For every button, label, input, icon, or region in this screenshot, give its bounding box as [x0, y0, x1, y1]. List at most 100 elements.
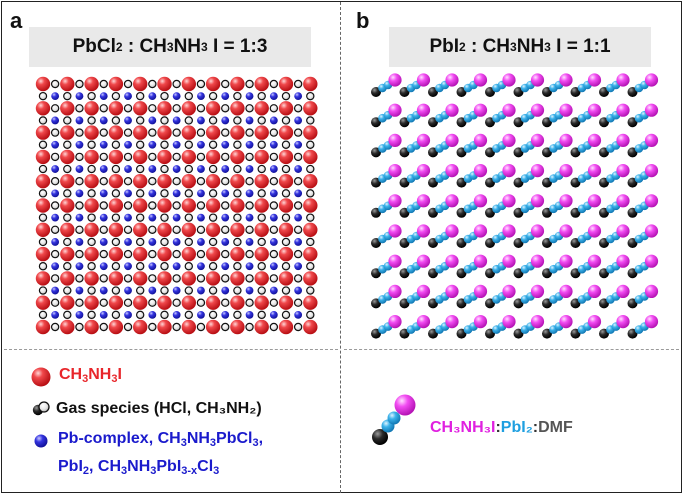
- gas-species-sphere: [63, 237, 72, 247]
- pb-complex-sphere: [148, 92, 157, 101]
- gas-species-sphere: [269, 298, 279, 307]
- ch3nh3i-sphere: [84, 271, 99, 286]
- gas-species-sphere: [111, 91, 121, 101]
- ch3nh3i-sphere: [84, 198, 99, 213]
- gas-species-sphere: [184, 286, 193, 295]
- pb-complex-sphere: [269, 140, 278, 149]
- mapbi-dmf-molecule: [456, 284, 488, 309]
- gas-species-sphere: [111, 164, 121, 174]
- mapbi-dmf-molecule: [399, 284, 431, 309]
- pb-complex-sphere: [75, 189, 84, 198]
- ch3nh3i-sphere: [303, 198, 318, 213]
- gas-species-sphere: [87, 213, 96, 222]
- legend-pb-complex-label-1: Pb-complex, CH3NH3PbCl3,: [58, 430, 264, 449]
- ch3nh3i-sphere: [60, 125, 75, 140]
- ch3nh3i-sphere-b: [502, 224, 516, 238]
- ch3nh3i-sphere-b: [416, 254, 431, 268]
- gas-species-sphere: [306, 310, 315, 320]
- pb-complex-sphere: [172, 189, 181, 198]
- pb-complex-sphere: [245, 238, 254, 246]
- ch3nh3i-sphere: [108, 198, 124, 213]
- gas-species-sphere: [123, 225, 133, 234]
- ch3nh3i-sphere: [35, 319, 51, 335]
- ch3nh3i-sphere: [230, 174, 245, 189]
- gas-species-sphere: [257, 310, 266, 320]
- ch3nh3i-sphere: [181, 246, 196, 262]
- gas-species-sphere: [87, 286, 96, 295]
- pb-complex-sphere: [245, 213, 254, 222]
- gas-species-sphere: [135, 286, 145, 295]
- pb-complex-sphere: [269, 213, 278, 222]
- ch3nh3i-sphere-b: [559, 133, 573, 147]
- gas-species-sphere: [63, 164, 72, 174]
- pb-complex-sphere: [245, 140, 254, 149]
- gas-species-sphere: [172, 152, 181, 162]
- mapbi-dmf-molecule: [627, 284, 659, 309]
- ch3nh3i-sphere: [303, 246, 318, 262]
- gas-species-sphere: [50, 104, 60, 113]
- gas-species-sphere: [293, 322, 303, 332]
- mapbi-dmf-molecule: [542, 133, 573, 158]
- gas-species-sphere: [38, 164, 48, 174]
- pb-complex-sphere: [99, 116, 108, 125]
- gas-species-sphere: [99, 104, 108, 113]
- gas-species-sphere: [50, 152, 60, 162]
- gas-species-sphere: [269, 274, 279, 283]
- ch3nh3i-sphere-b: [644, 284, 659, 298]
- ch3nh3i-sphere-b: [587, 164, 602, 178]
- gas-species-sphere: [50, 274, 60, 283]
- gas-species-sphere: [99, 298, 108, 307]
- gas-species-sphere: [208, 237, 218, 247]
- ch3nh3i-sphere: [157, 125, 172, 140]
- ch3nh3i-sphere-b: [388, 103, 402, 117]
- pb-complex-sphere: [99, 140, 108, 149]
- legend-pbi2-sphere: [387, 411, 401, 425]
- gas-species-sphere: [50, 176, 60, 186]
- pb-complex-sphere: [245, 92, 254, 101]
- gas-species-sphere: [135, 213, 145, 222]
- ch3nh3i-sphere: [303, 149, 318, 165]
- panel-b-label: b: [356, 8, 370, 33]
- gas-species-sphere: [160, 140, 169, 149]
- pb-complex-sphere: [294, 165, 303, 173]
- ch3nh3i-sphere: [278, 174, 294, 189]
- ch3nh3i-sphere: [254, 101, 269, 116]
- gas-species-sphere: [172, 79, 181, 89]
- ch3nh3i-sphere-b: [530, 103, 545, 117]
- ch3nh3i-sphere-b: [616, 133, 630, 147]
- pb-complex-sphere: [172, 262, 181, 271]
- ch3nh3i-sphere: [254, 271, 269, 286]
- mapbi-dmf-molecule: [428, 194, 459, 218]
- pb-complex-sphere: [148, 262, 157, 271]
- gas-species-sphere: [281, 164, 291, 174]
- gas-species-sphere: [87, 237, 96, 247]
- mapbi-dmf-molecule: [399, 224, 431, 248]
- ch3nh3i-sphere: [254, 295, 269, 310]
- ch3nh3i-sphere-b: [445, 194, 459, 208]
- ch3nh3i-sphere: [230, 101, 245, 116]
- gas-species-sphere: [208, 310, 218, 320]
- gas-species-sphere: [63, 286, 72, 295]
- gas-species-sphere: [196, 201, 206, 210]
- pb-complex-sphere: [172, 116, 181, 125]
- pb-complex-sphere: [245, 116, 254, 125]
- legend-pbi2-b: PbI₂: [500, 419, 533, 436]
- ch3nh3i-sphere-b: [416, 224, 431, 238]
- ch3nh3i-sphere-b: [388, 133, 402, 147]
- ch3nh3i-sphere: [205, 271, 221, 286]
- gas-species-sphere: [281, 91, 291, 101]
- mapbi-dmf-molecule: [399, 103, 431, 128]
- ch3nh3i-sphere: [205, 222, 221, 237]
- ch3nh3i-sphere-b: [530, 254, 545, 268]
- pb-complex-sphere: [221, 262, 230, 271]
- gas-species-sphere: [233, 91, 242, 101]
- panel-b-chains: [371, 73, 659, 339]
- mapbi-dmf-molecule: [570, 73, 602, 97]
- gas-species-sphere: [221, 322, 230, 332]
- gas-species-sphere: [148, 225, 157, 234]
- mapbi-dmf-molecule: [570, 315, 602, 339]
- pb-complex-sphere: [75, 310, 84, 319]
- ch3nh3i-sphere-b: [445, 315, 459, 329]
- gas-species-sphere: [99, 79, 108, 89]
- legend-ma-sphere: [394, 394, 416, 416]
